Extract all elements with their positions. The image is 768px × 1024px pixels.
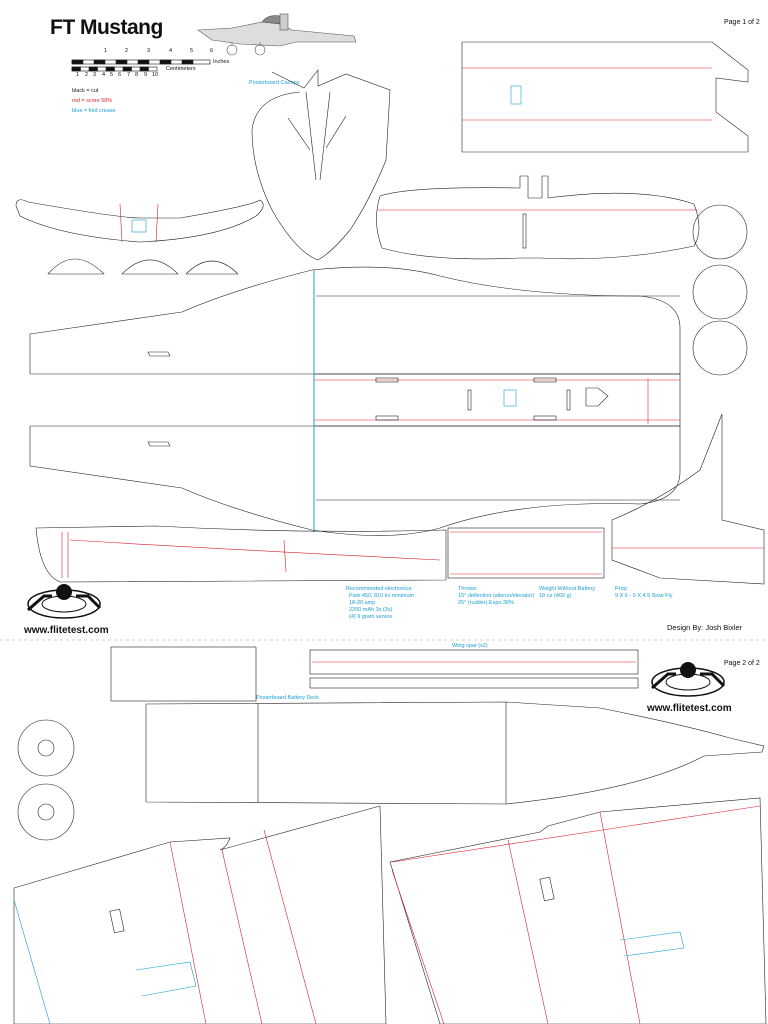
fuselage-top-panel xyxy=(461,41,749,153)
website-url-2: www.flitetest.com xyxy=(647,703,732,714)
fuselage-side-upper xyxy=(29,266,681,375)
electronics-line: Park 450, 810 kv minimum xyxy=(349,593,415,599)
inch-tick-label: 2 xyxy=(125,48,129,54)
washer xyxy=(17,719,75,777)
weight-value: 18 oz (402 g) xyxy=(539,593,572,599)
legend-score: red = score 50% xyxy=(72,98,113,104)
cm-tick-label: 1 xyxy=(76,72,80,78)
flite-test-logo xyxy=(651,662,726,697)
prop-title: Prop: xyxy=(615,586,629,592)
washer xyxy=(17,783,75,841)
canopy-label: Posterboard Canopy xyxy=(249,80,300,86)
inch-tick-label: 4 xyxy=(169,48,173,54)
cm-tick-label: 2 xyxy=(85,72,89,78)
cm-tick-label: 8 xyxy=(135,72,139,78)
wing-fairing xyxy=(15,199,264,243)
canopy-part xyxy=(251,69,391,261)
electronics-line: 2200 mAh 3s (3s) xyxy=(349,607,393,613)
website-url-1: www.flitetest.com xyxy=(24,625,109,636)
legend-fold: blue = fold crease xyxy=(72,108,116,114)
electronics-line: 18-20 amp xyxy=(349,600,376,606)
weight-title: Weight Without Battery xyxy=(539,586,596,592)
prop-value: 9 X 6 - 9 X 4.5 Slow Fly xyxy=(615,593,673,599)
wheel-disc xyxy=(692,320,748,376)
inch-tick-label: 1 xyxy=(104,48,108,54)
weight-spec: Weight Without Battery 18 oz (402 g) xyxy=(539,586,595,600)
throws-line: 15° deflection (aileron/elevator) xyxy=(458,593,535,599)
inch-scale-bar xyxy=(71,59,211,65)
cm-tick-label: 9 xyxy=(144,72,148,78)
cm-tick-label: 10 xyxy=(152,72,159,78)
small-panel xyxy=(110,646,257,702)
cm-ruler: 1 2 3 4 5 6 7 8 9 10 xyxy=(72,72,172,80)
battery-deck xyxy=(145,701,765,805)
wheel-disc xyxy=(692,204,748,260)
tail-fin xyxy=(611,413,765,585)
throws-line: 25° (rudder) Expo 30% xyxy=(458,600,515,606)
dome-piece xyxy=(121,259,179,275)
page-title: FT Mustang xyxy=(50,16,163,39)
fuselage-bottom-panel xyxy=(313,373,681,427)
inch-ruler: 1 2 3 4 5 6 xyxy=(72,48,214,78)
cm-tick-label: 7 xyxy=(127,72,131,78)
wing-spars xyxy=(309,649,639,689)
dome-piece xyxy=(185,260,239,275)
inch-tick-label: 6 xyxy=(210,48,214,54)
legend-cut: black = cut xyxy=(72,88,99,94)
wheel-disc xyxy=(692,264,748,320)
inch-tick-label: 5 xyxy=(190,48,194,54)
cm-tick-label: 6 xyxy=(118,72,122,78)
electronics-spec: Recommended electronics: Park 450, 810 k… xyxy=(346,586,414,621)
horizontal-stabilizer xyxy=(376,175,700,260)
page-number-2: Page 2 of 2 xyxy=(724,660,760,667)
flite-test-logo xyxy=(27,584,102,619)
page-number-1: Page 1 of 2 xyxy=(724,19,760,26)
designer-credit: Design By: Josh Bixler xyxy=(667,623,743,632)
cm-unit-label: Centimeters xyxy=(166,66,196,72)
fuselage-spine xyxy=(35,525,605,583)
wing-panel-right xyxy=(389,797,767,1024)
electronics-title: Recommended electronics: xyxy=(346,586,413,592)
inch-unit-label: Inches xyxy=(213,59,230,65)
dome-piece xyxy=(47,258,105,275)
battery-deck-label: Posterboard Battery Deck xyxy=(256,695,319,701)
throws-spec: Throws: 15° deflection (aileron/elevator… xyxy=(458,586,534,607)
cm-tick-label: 5 xyxy=(110,72,114,78)
electronics-line: (4) 9 gram servos xyxy=(349,614,393,620)
cm-tick-label: 3 xyxy=(93,72,97,78)
cm-tick-label: 4 xyxy=(102,72,106,78)
wing-spar-label: Wing spar (x2) xyxy=(452,643,488,649)
mustang-illustration xyxy=(197,13,357,56)
prop-spec: Prop: 9 X 6 - 9 X 4.5 Slow Fly xyxy=(615,586,672,600)
inch-tick-label: 3 xyxy=(147,48,151,54)
cm-scale-bar xyxy=(71,66,158,72)
throws-title: Throws: xyxy=(458,586,478,592)
wing-panel-left xyxy=(13,805,387,1024)
fuselage-side-lower xyxy=(29,425,681,536)
